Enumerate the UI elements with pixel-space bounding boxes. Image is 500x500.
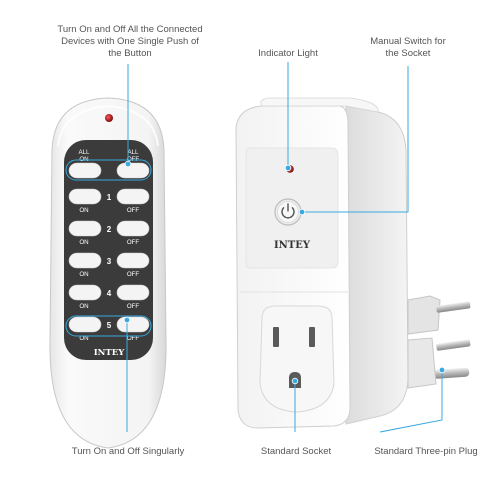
- all-on-label-1: ALL: [78, 149, 90, 156]
- channel-4-off-label: OFF: [127, 303, 140, 310]
- all-off-button[interactable]: [116, 162, 150, 179]
- channel-4-number: 4: [107, 289, 112, 298]
- channel-1-off-label: OFF: [127, 207, 140, 214]
- channel-1-off-button[interactable]: [116, 188, 150, 205]
- channel-1-on-button[interactable]: [68, 188, 102, 205]
- caption-manual-switch-line1: Manual Switch for: [370, 36, 446, 47]
- outlet-slot-right: [309, 327, 315, 347]
- channel-1-number: 1: [107, 193, 112, 202]
- all-on-button[interactable]: [68, 162, 102, 179]
- channel-1-on-label: ON: [79, 207, 88, 214]
- plug-prongs: [407, 295, 471, 389]
- socket-brand: INTEY: [273, 240, 311, 251]
- channel-5-off-label: OFF: [127, 335, 140, 342]
- caption-plug: Standard Three-pin Plug: [374, 446, 478, 457]
- caption-manual-switch-line2: the Socket: [385, 48, 431, 59]
- callout-lines: [126, 62, 443, 433]
- channel-5-on-button[interactable]: [68, 316, 102, 333]
- channel-2-on-button[interactable]: [68, 220, 102, 237]
- callout-dots: [123, 160, 446, 385]
- channel-4-off-button[interactable]: [116, 284, 150, 301]
- channel-3-off-button[interactable]: [116, 252, 150, 269]
- channel-5-number: 5: [107, 321, 112, 330]
- channel-4-on-label: ON: [79, 303, 88, 310]
- caption-all-buttons-line2: Devices with One Single Push of: [61, 36, 199, 47]
- all-off-label-1: ALL: [127, 149, 139, 156]
- channel-3-off-label: OFF: [127, 271, 140, 278]
- caption-all-buttons-line3: the Button: [108, 48, 152, 59]
- remote-led: [105, 114, 113, 122]
- channel-2-off-button[interactable]: [116, 220, 150, 237]
- channel-2-number: 2: [107, 225, 112, 234]
- caption-all-buttons-line1: Turn On and Off All the Connected: [57, 24, 203, 35]
- channel-3-on-button[interactable]: [68, 252, 102, 269]
- all-row-highlight: [65, 159, 152, 181]
- channel-3-on-label: ON: [79, 271, 88, 278]
- caption-single: Turn On and Off Singularly: [71, 446, 185, 457]
- outlet-slot-left: [273, 327, 279, 347]
- smart-socket: [235, 97, 471, 429]
- power-button[interactable]: [274, 198, 302, 226]
- caption-socket: Standard Socket: [260, 446, 332, 457]
- caption-indicator: Indicator Light: [258, 48, 318, 59]
- channel-2-on-label: ON: [79, 239, 88, 246]
- channel-3-number: 3: [107, 257, 112, 266]
- remote-brand: INTEY: [93, 348, 125, 358]
- channel-2-off-label: OFF: [127, 239, 140, 246]
- channel-4-on-button[interactable]: [68, 284, 102, 301]
- outlet: [259, 305, 335, 413]
- channel-5-off-button[interactable]: [116, 316, 150, 333]
- channel-5-on-label: ON: [79, 335, 88, 342]
- caption-manual-switch: Manual Switch for the Socket: [352, 36, 464, 60]
- power-icon: [281, 203, 295, 219]
- caption-all-buttons: Turn On and Off All the Connected Device…: [30, 24, 230, 60]
- row5-highlight: [65, 315, 152, 337]
